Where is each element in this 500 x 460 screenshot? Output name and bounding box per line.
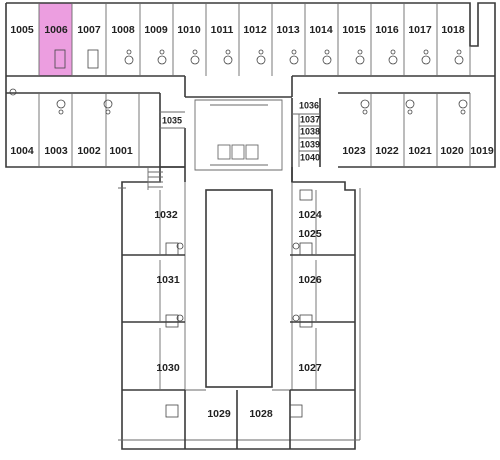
south-wing [118,166,361,450]
room-1035[interactable] [159,112,185,128]
label-1018: 1018 [441,24,465,36]
room-1010[interactable] [173,3,206,76]
label-1009: 1009 [144,24,168,36]
room-1027[interactable] [290,345,345,400]
label-1016: 1016 [375,24,399,36]
room-1037[interactable] [299,114,320,126]
north-wing [5,2,496,182]
label-1030: 1030 [156,362,180,374]
room-1020[interactable] [437,93,470,167]
label-1008: 1008 [111,24,135,36]
room-1015[interactable] [338,3,371,76]
label-1021: 1021 [408,145,432,157]
label-1023: 1023 [342,145,366,157]
room-1036[interactable] [292,98,320,114]
room-1004[interactable] [6,93,39,167]
room-1005[interactable] [6,3,39,76]
room-1013[interactable] [272,3,305,76]
room-1028[interactable] [237,400,292,440]
label-1010: 1010 [177,24,201,36]
bathroom-fixtures [9,49,468,115]
room-1039[interactable] [299,138,320,151]
label-1038: 1038 [300,126,320,136]
room-1038[interactable] [299,126,320,138]
room-1006[interactable] [39,3,72,76]
label-1011: 1011 [211,24,234,36]
label-1015: 1015 [342,24,366,36]
room-1018[interactable] [437,3,470,76]
room-1003[interactable] [39,93,72,167]
label-1017: 1017 [408,24,432,36]
label-1037: 1037 [300,114,320,124]
room-1009[interactable] [140,3,173,76]
label-1028: 1028 [249,408,273,420]
label-1026: 1026 [298,274,322,286]
label-1022: 1022 [375,145,399,157]
south-bath-fixtures [165,189,313,418]
label-1002: 1002 [77,145,101,157]
room-1012[interactable] [239,3,272,76]
room-1029[interactable] [182,400,237,440]
room-1014[interactable] [305,3,338,76]
label-1024: 1024 [298,209,322,221]
label-1004: 1004 [10,145,34,157]
room-1017[interactable] [404,3,437,76]
label-1019: 1019 [470,145,494,157]
label-1003: 1003 [44,145,68,157]
label-1020: 1020 [440,145,464,157]
label-1035: 1035 [162,115,182,125]
room-1007[interactable] [72,3,106,76]
label-1031: 1031 [156,274,180,286]
room-1032[interactable] [128,190,183,248]
label-1029: 1029 [207,408,231,420]
label-1040: 1040 [300,152,320,162]
room-1021[interactable] [404,93,437,167]
label-1025: 1025 [298,228,322,240]
label-1032: 1032 [154,209,178,221]
room-1024[interactable] [290,200,345,232]
label-1007: 1007 [77,24,101,36]
room-1019[interactable] [470,93,495,167]
room-1023[interactable] [338,93,371,167]
room-1016[interactable] [371,3,404,76]
label-1036: 1036 [299,100,319,110]
label-1001: 1001 [109,145,133,157]
room-1031[interactable] [128,260,183,318]
label-1039: 1039 [300,139,320,149]
label-1027: 1027 [298,362,322,374]
label-1005: 1005 [10,24,34,36]
room-1022[interactable] [371,93,404,167]
label-1012: 1012 [243,24,267,36]
room-1011[interactable] [206,3,239,76]
label-1006: 1006 [44,24,68,36]
label-1013: 1013 [276,24,300,36]
room-1008[interactable] [106,3,140,76]
room-1040[interactable] [299,151,320,165]
label-1014: 1014 [309,24,333,36]
room-1026[interactable] [290,265,345,320]
room-1002[interactable] [72,93,106,167]
room-labels: 1005 1006 1007 1008 1009 1010 1011 1012 … [10,24,494,420]
